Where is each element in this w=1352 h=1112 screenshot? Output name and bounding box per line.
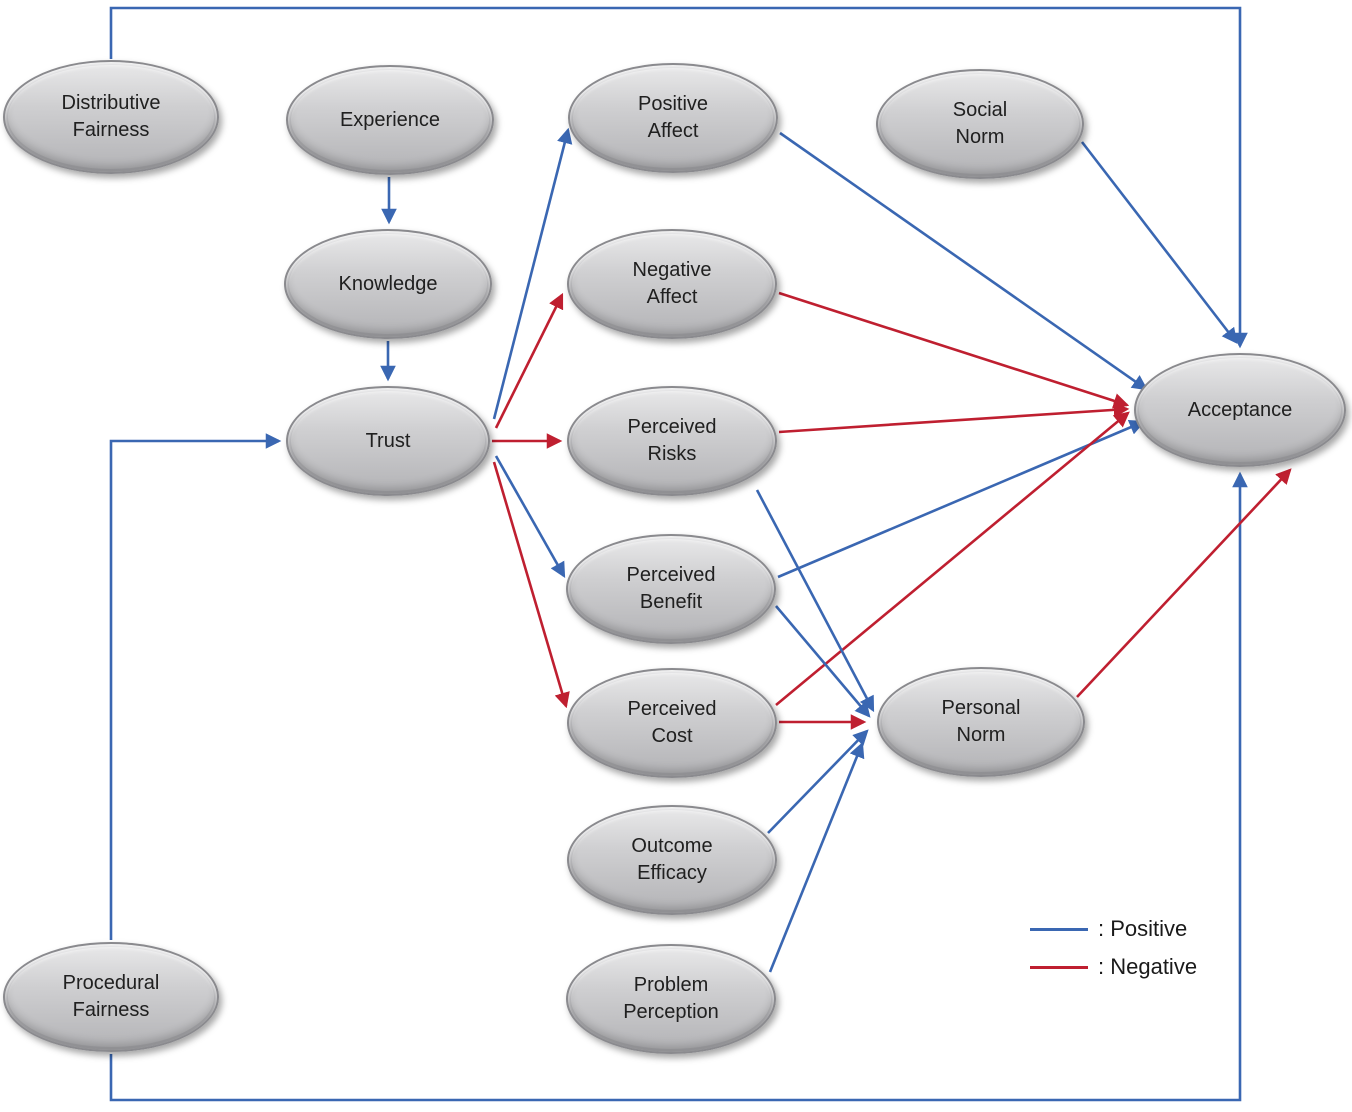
edge-perceived-risks-to-personal-norm-positive — [755, 489, 875, 713]
edge-distributive-fairness-to-acceptance-positive — [109, 6, 1248, 349]
negative-line-swatch — [1030, 965, 1088, 969]
node-label-experience: Experience — [339, 108, 441, 131]
edge-trust-to-negative-affect-negative — [494, 292, 564, 429]
edge-trust-to-perceived-benefit-positive — [494, 455, 566, 579]
edge-personal-norm-to-acceptance-negative — [1076, 468, 1292, 698]
edge-positive-affect-to-acceptance-positive — [779, 131, 1148, 391]
edge-perceived-benefit-to-acceptance-positive — [777, 420, 1146, 579]
edge-perceived-cost-to-acceptance-negative — [775, 411, 1130, 707]
edge-social-norm-to-acceptance-positive — [1080, 141, 1238, 344]
node-label-knowledge: Knowledge — [338, 272, 438, 295]
node-label-acceptance: Acceptance — [1187, 398, 1293, 421]
positive-line-swatch — [1030, 927, 1088, 931]
edge-trust-to-perceived-cost-negative — [492, 461, 570, 709]
legend-negative-label: : Negative — [1098, 954, 1198, 979]
legend-positive-label: : Positive — [1098, 916, 1188, 941]
edge-outcome-efficacy-to-personal-norm-positive — [767, 729, 869, 834]
node-trust: Trust — [286, 386, 490, 496]
legend: : Positive : Negative — [1030, 916, 1197, 980]
edge-procedural-fairness-to-acceptance-positive — [109, 471, 1248, 1102]
node-experience: Experience — [286, 65, 494, 175]
node-acceptance: Acceptance — [1134, 353, 1346, 467]
edge-perceived-risks-to-acceptance-negative — [778, 402, 1130, 434]
edge-perceived-benefit-to-personal-norm-positive — [775, 605, 871, 718]
edge-procedural-fairness-to-trust-positive — [109, 433, 282, 940]
node-label-trust: Trust — [365, 429, 411, 452]
node-knowledge: Knowledge — [284, 229, 492, 339]
legend-positive-row: : Positive — [1030, 916, 1197, 942]
edge-trust-to-positive-affect-positive — [492, 127, 573, 420]
edge-problem-perception-to-personal-norm-positive — [768, 741, 865, 973]
legend-negative-row: : Negative — [1030, 954, 1197, 980]
edge-negative-affect-to-acceptance-negative — [778, 291, 1130, 409]
